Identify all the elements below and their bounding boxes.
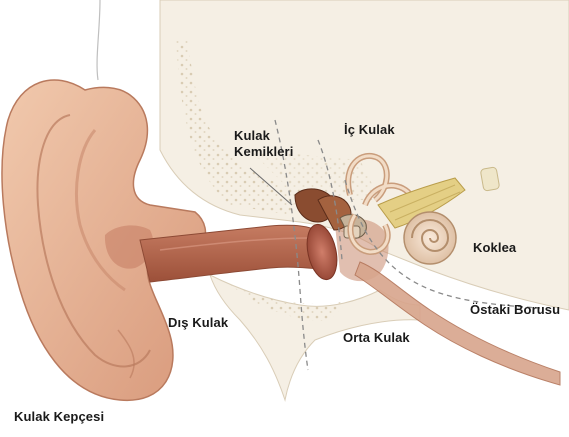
label-inner-ear: İç Kulak [344, 122, 395, 137]
label-eustachian-tube: Östaki Borusu [470, 302, 560, 317]
label-pinna: Kulak Kepçesi [14, 409, 104, 424]
head-contour [97, 0, 100, 80]
label-ossicles-line2: Kemikleri [234, 144, 293, 159]
label-middle-ear: Orta Kulak [343, 330, 410, 345]
label-ossicles-line1: Kulak [234, 128, 270, 143]
label-outer-ear: Dış Kulak [168, 315, 228, 330]
label-cochlea: Koklea [473, 240, 516, 255]
cochlea [404, 212, 456, 264]
nerve-end [480, 167, 500, 191]
